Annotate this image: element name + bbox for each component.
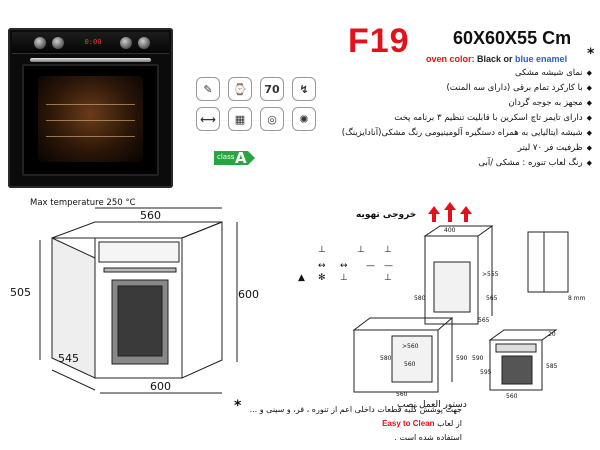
symbol-icon: ⊥ — [340, 273, 348, 283]
dimensions: 60X60X55 Cm — [453, 28, 572, 48]
color-black: Black or — [477, 54, 516, 64]
energy-class-badge: class A — [214, 148, 270, 168]
oven-photo: 0:00 — [8, 28, 173, 188]
oven-dimension-drawing — [39, 207, 238, 394]
footnote-text-before: جهت پوشش کلیه قطعات داخلی اعم از تنوره ،… — [249, 405, 462, 428]
vent-label: خروجی تهویه — [356, 210, 417, 220]
symbol-icon: ⊥ — [357, 245, 365, 255]
vent-arrows-icon — [428, 202, 472, 222]
list-item: دارای تایمر تاچ اسکرین با قابلیت تنظیم ۳… — [280, 111, 592, 126]
color-prefix: oven color: — [426, 54, 478, 64]
list-item: رنگ لعاب تنوره : مشکی /آبی — [280, 156, 592, 171]
mode-symbols: ⊥ ⊥ ⊥ ↔ ↔ — — ▲ ✻ ⊥ ⊥ — [298, 245, 393, 283]
easy-clean-label: Easy to Clean — [382, 419, 435, 428]
oven-rack — [46, 120, 135, 121]
footnote-asterisk: * — [234, 398, 242, 414]
dim-front-width-label: 600 — [150, 380, 171, 393]
install-dim-label: 580 — [380, 355, 392, 362]
dim-height-label: 505 — [10, 286, 31, 299]
installation-dims: 400 580 >555 565 565 580 590 590 560 >56… — [380, 227, 586, 400]
install-dim-label: 560 — [404, 361, 416, 368]
symbol-icon: ↔ — [340, 261, 348, 271]
symbol-icon: — — [366, 261, 375, 271]
oven-display: 0:00 — [84, 38, 102, 46]
knob-icon — [34, 37, 46, 49]
footnote: جهت پوشش کلیه قطعات داخلی اعم از تنوره ،… — [246, 403, 462, 445]
install-dim-label: 590 — [456, 355, 468, 362]
install-dim-label: >555 — [482, 271, 499, 278]
energy-class-letter: A — [235, 149, 247, 167]
list-item: با کارکرد تمام برقی (دارای سه المنت) — [280, 81, 592, 96]
oven-rack — [46, 136, 135, 137]
oven-door — [22, 64, 159, 176]
feature-list: نمای شیشه مشکی با کارکرد تمام برقی (دارا… — [280, 66, 592, 171]
install-dim-label: 595 — [480, 369, 492, 376]
max-temperature: Max temperature 250 °C — [30, 198, 136, 208]
color-blue: blue enamel — [515, 54, 568, 64]
knob-icon — [138, 37, 150, 49]
install-dim-label: 560 — [506, 393, 518, 400]
bell-icon: ▲ — [298, 273, 305, 283]
oven-color-line: oven color: Black or blue enamel — [426, 54, 567, 64]
install-dim-label: 400 — [444, 227, 456, 234]
symbol-icon: ↔ — [318, 261, 326, 271]
symbol-icon: ⊥ — [384, 245, 392, 255]
symbol-icon: — — [384, 261, 393, 271]
list-item: شیشه ایتالیایی به همراه دستگیره آلومینیو… — [280, 126, 592, 141]
list-item: ظرفیت فر ۷۰ لیتر — [280, 141, 592, 156]
knob-icon — [120, 37, 132, 49]
list-item: نمای شیشه مشکی — [280, 66, 592, 81]
installation-drawing — [352, 225, 569, 393]
dim-depth-label: 545 — [58, 352, 79, 365]
install-dim-label: 580 — [414, 295, 426, 302]
install-dim-label: 8 mm — [568, 295, 586, 302]
install-dim-label: >560 — [402, 343, 419, 350]
symbol-icon: ⊥ — [318, 245, 326, 255]
programs-icon: ▦ — [228, 107, 252, 131]
dimensions-icon: ⟷ — [196, 107, 220, 131]
install-label: دستور العمل نصب — [397, 400, 467, 410]
oven-dimension-labels: 560 505 600 545 600 — [10, 209, 259, 393]
symbol-icon: ⊥ — [384, 273, 392, 283]
dim-front-height-label: 600 — [238, 288, 259, 301]
model-name: F19 — [348, 22, 410, 60]
oven-window — [38, 76, 143, 162]
install-dim-label: 590 — [472, 355, 484, 362]
oven-rack — [46, 104, 135, 105]
oven-handle — [30, 58, 151, 62]
install-dim-label: 565 — [486, 295, 498, 302]
control-panel: 0:00 — [12, 32, 169, 54]
install-dim-label: 565 — [478, 317, 490, 324]
energy-class-word: class — [217, 153, 235, 161]
grill-icon: ✎ — [196, 77, 220, 101]
knob-icon — [52, 37, 64, 49]
install-dim-label: 585 — [546, 363, 558, 370]
energy-class-tag — [214, 151, 255, 165]
snowflake-icon: ✻ — [318, 273, 326, 283]
install-dim-label: 20 — [548, 331, 556, 338]
list-item: مجهز به جوجه گردان — [280, 96, 592, 111]
footnote-text-after: استفاده شده است . — [394, 433, 462, 442]
asterisk: * — [587, 46, 595, 62]
dim-width-label: 560 — [140, 209, 161, 222]
install-dim-label: 560 — [396, 391, 408, 398]
timer-icon: ⌚ — [228, 77, 252, 101]
